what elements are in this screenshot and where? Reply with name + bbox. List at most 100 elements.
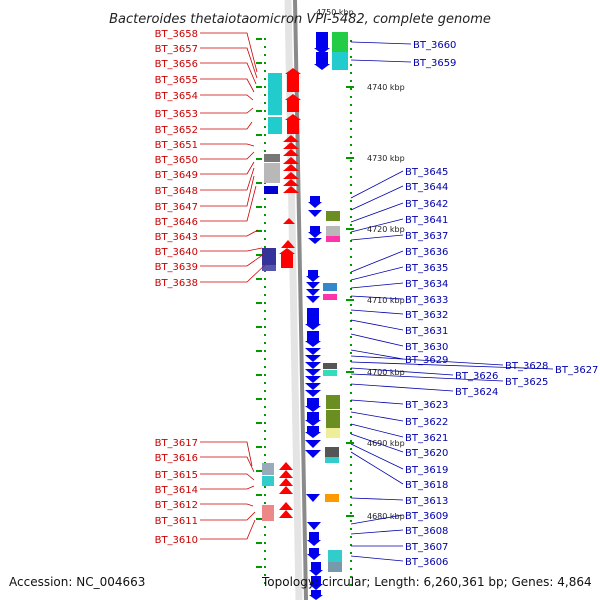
tick-mark: [264, 214, 266, 216]
tick-mark: [350, 488, 352, 490]
tick-mark: [264, 398, 266, 400]
tick-mark: [264, 350, 266, 352]
tick-mark: [264, 342, 266, 344]
tick-mark: [264, 142, 266, 144]
right-gene-arrow: [308, 226, 322, 238]
tick-mark: [350, 136, 352, 138]
leader-line: [200, 511, 256, 521]
right-gene-label: BT_3608: [405, 526, 448, 537]
tick-mark: [256, 86, 262, 88]
gene-block: [332, 32, 348, 54]
tick-mark: [350, 360, 352, 362]
tick-mark: [264, 286, 266, 288]
tick-mark: [350, 144, 352, 146]
tick-mark: [350, 312, 352, 314]
right-gene-arrow: [314, 32, 330, 54]
leader-line: [200, 456, 255, 473]
gene-block: [326, 226, 340, 236]
tick-mark: [350, 240, 352, 242]
left-gene-label: BT_3647: [155, 202, 198, 213]
tick-mark: [264, 118, 266, 120]
right-gene-triangle: [308, 210, 322, 217]
tick-mark: [350, 464, 352, 466]
tick-mark: [350, 80, 352, 82]
leader-line: [350, 367, 454, 376]
tick-mark: [256, 38, 262, 40]
left-gene-arrow: [285, 114, 301, 134]
tick-mark: [350, 104, 352, 106]
left-gene-label: BT_3648: [155, 186, 198, 197]
left-gene-label: BT_3614: [155, 485, 198, 496]
tick-mark: [350, 216, 352, 218]
left-gene-triangle: [283, 172, 299, 179]
gene-block: [268, 73, 282, 115]
right-gene-triangle: [307, 522, 321, 530]
kbp-label: 4720 kbp: [367, 225, 405, 234]
gene-block: [325, 494, 339, 502]
right-gene-arrow: [314, 52, 330, 70]
tick-mark: [350, 184, 352, 186]
left-gene-label: BT_3640: [155, 247, 198, 258]
right-gene-label: BT_3619: [405, 465, 448, 476]
tick-mark: [264, 150, 266, 152]
left-gene-triangle: [279, 470, 293, 478]
tick-mark: [264, 382, 266, 384]
gene-block: [268, 117, 282, 134]
tick-mark: [264, 54, 266, 56]
tick-mark: [264, 326, 266, 328]
tick-mark: [350, 208, 352, 210]
tick-mark: [264, 62, 266, 64]
leader-line: [350, 41, 412, 45]
leader-line: [350, 282, 404, 289]
leader-line: [350, 361, 554, 370]
leader-line: [350, 399, 404, 405]
tick-mark: [264, 70, 266, 72]
tick-mark: [256, 230, 262, 232]
gene-block: [326, 211, 340, 221]
right-gene-label: BT_3623: [405, 400, 448, 411]
left-gene-label: BT_3611: [155, 516, 198, 527]
tick-mark: [350, 552, 352, 554]
right-gene-label: BT_3606: [405, 557, 448, 568]
tick-mark: [264, 502, 266, 504]
leader-line: [350, 433, 404, 453]
tick-mark: [350, 88, 352, 90]
tick-mark: [256, 542, 262, 544]
tick-mark: [264, 278, 266, 280]
tick-mark: [256, 278, 262, 280]
tick-mark: [350, 352, 352, 354]
right-gene-arrow: [309, 562, 323, 576]
leader-line: [200, 121, 253, 130]
tick-mark: [350, 480, 352, 482]
tick-mark: [264, 438, 266, 440]
leader-line: [350, 529, 404, 535]
right-gene-label: BT_3622: [405, 417, 448, 428]
right-gene-label: BT_3632: [405, 310, 448, 321]
gene-block: [326, 395, 340, 409]
left-gene-triangle: [279, 462, 293, 470]
right-gene-label: BT_3633: [405, 295, 448, 306]
right-gene-label: BT_3628: [505, 361, 548, 372]
gene-block: [326, 410, 340, 428]
left-gene-label: BT_3616: [155, 453, 198, 464]
leader-line: [200, 519, 256, 540]
leader-line: [350, 202, 404, 223]
tick-mark: [350, 536, 352, 538]
leader-line: [200, 78, 255, 93]
leader-line: [350, 423, 404, 438]
kbp-label: 4690 kbp: [367, 439, 405, 448]
major-tick: [346, 515, 354, 517]
tick-mark: [264, 374, 266, 376]
leader-line: [350, 185, 404, 211]
left-gene-label: BT_3655: [155, 75, 198, 86]
left-gene-label: BT_3638: [155, 278, 198, 289]
kbp-label: 4680 kbp: [367, 512, 405, 521]
tick-mark: [264, 126, 266, 128]
left-gene-label: BT_3615: [155, 470, 198, 481]
left-gene-label: BT_3617: [155, 438, 198, 449]
left-gene-triangle: [279, 510, 293, 518]
tick-mark: [256, 134, 262, 136]
left-gene-label: BT_3612: [155, 500, 198, 511]
right-gene-label: BT_3637: [405, 231, 448, 242]
right-gene-label: BT_3659: [413, 58, 456, 69]
